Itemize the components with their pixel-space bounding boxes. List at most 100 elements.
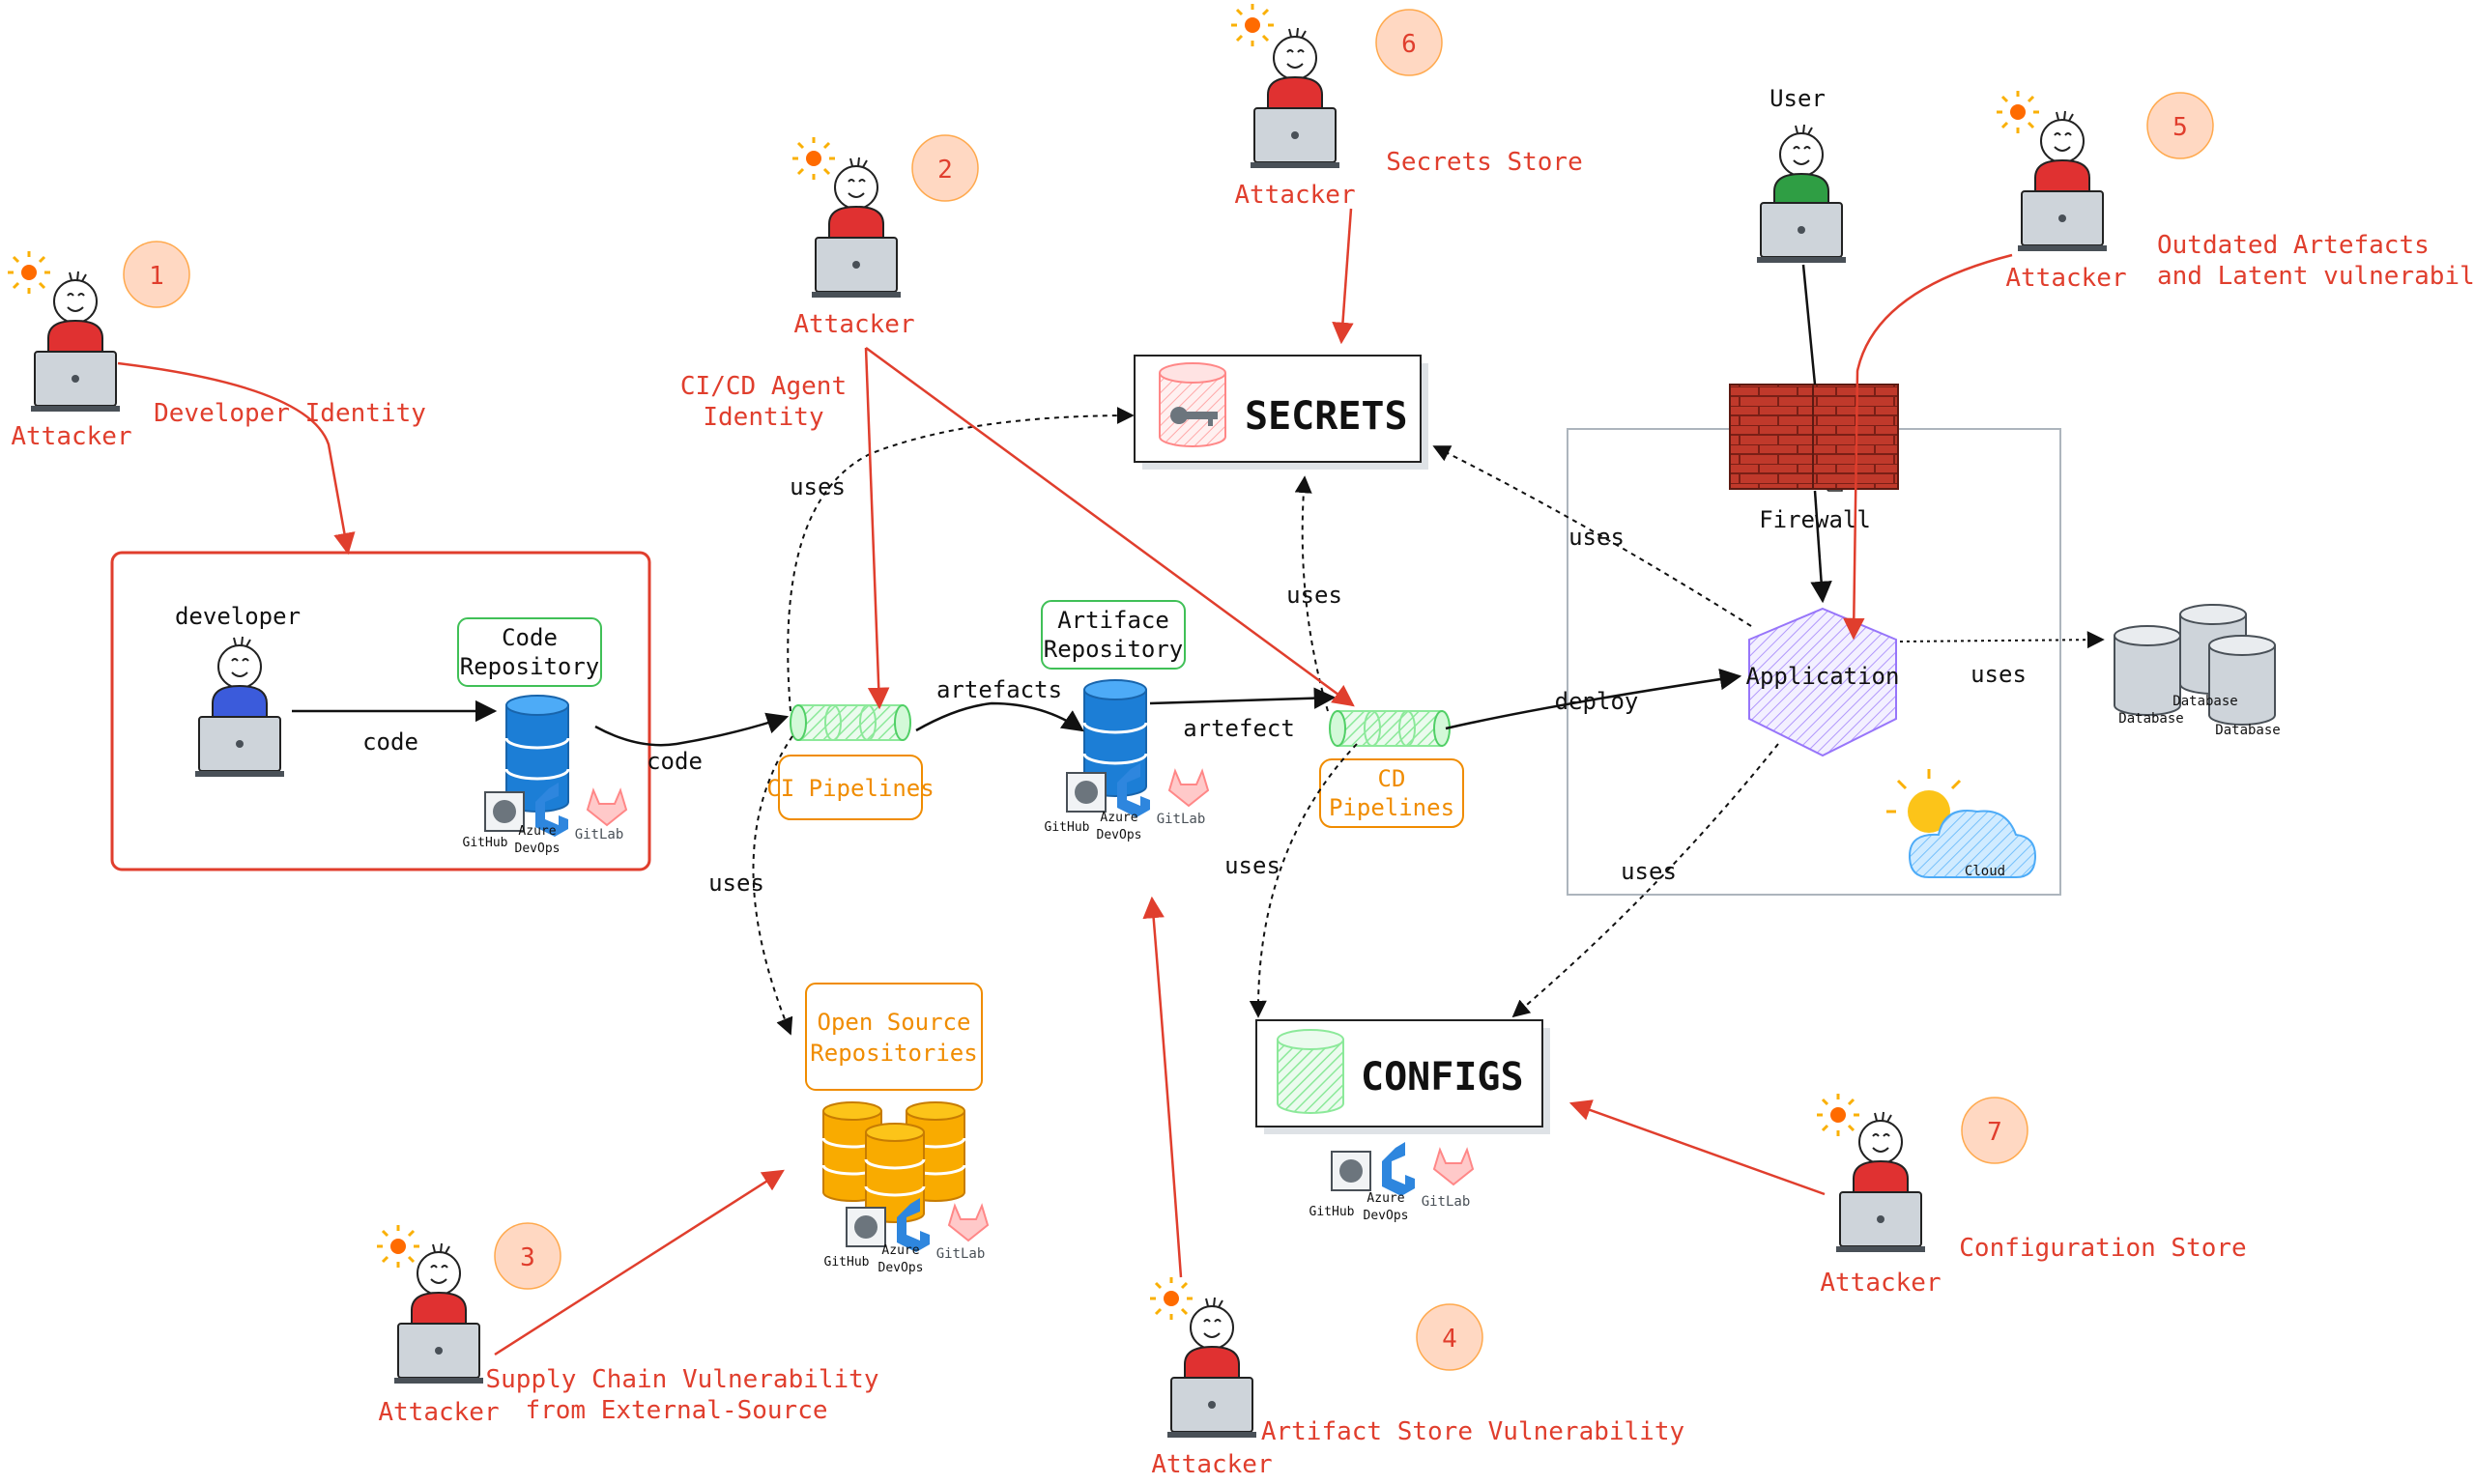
scm-azure-label-2: DevOps bbox=[515, 842, 561, 856]
artifact-repo-scm-icons: GitHub Azure DevOps GitLab bbox=[1045, 762, 1209, 842]
artifact-repo-label-2: Repository bbox=[1044, 636, 1184, 663]
secrets-store[interactable]: SECRETS bbox=[1134, 355, 1428, 470]
scm-github-label: GitHub bbox=[824, 1255, 870, 1270]
edge-uses-app-secrets: uses bbox=[1568, 524, 1625, 551]
scm-github-label: GitHub bbox=[463, 836, 508, 850]
scm-azure-label-1: Azure bbox=[1100, 811, 1137, 825]
code-repo-label-1: Code bbox=[502, 624, 558, 651]
code-repository[interactable]: Code Repository bbox=[457, 617, 602, 813]
repo-to-ci-arrow bbox=[594, 712, 790, 747]
threat-6-arrow bbox=[1332, 208, 1354, 345]
scm-azure-label-2: DevOps bbox=[1097, 828, 1142, 842]
oss-label-1: Open Source bbox=[818, 1009, 971, 1036]
attacker-1: Attacker 1 Developer Identity bbox=[6, 241, 426, 451]
configs-db-icon bbox=[1277, 1029, 1344, 1114]
edge-code-2: code bbox=[647, 748, 703, 775]
edge-uses-app-db: uses bbox=[1971, 661, 2027, 688]
threat-2-label-1: CI/CD Agent bbox=[680, 372, 847, 401]
flow-arrows bbox=[292, 264, 1832, 747]
firewall[interactable]: Firewall bbox=[1729, 384, 1899, 533]
application[interactable]: Application bbox=[1745, 607, 1900, 779]
attacker-2: Attacker 2 CI/CD Agent Identity bbox=[680, 134, 979, 432]
cd-pipelines[interactable]: CD Pipelines bbox=[1319, 710, 1464, 828]
attacker-1-number: 1 bbox=[149, 262, 164, 291]
ci-uses-oss-arrow bbox=[752, 735, 793, 1036]
scm-github-label: GitHub bbox=[1045, 820, 1090, 835]
ci-pipelines-label: CI Pipelines bbox=[766, 775, 934, 802]
scm-azure-label-1: Azure bbox=[1366, 1191, 1404, 1206]
threat-2-cd-arrow bbox=[865, 346, 1355, 707]
attacker-7: Attacker 7 Configuration Store bbox=[1815, 1092, 2247, 1298]
cloud-label: Cloud bbox=[1965, 864, 2005, 879]
edge-code-1: code bbox=[362, 728, 418, 756]
threat-5-label-2: and Latent vulnerabilities bbox=[2157, 262, 2474, 291]
scm-github-label: GitHub bbox=[1309, 1205, 1355, 1219]
attacker-4-number: 4 bbox=[1442, 1325, 1457, 1354]
scm-gitlab-label: GitLab bbox=[1157, 812, 1206, 827]
configs-store[interactable]: CONFIGS bbox=[1255, 1019, 1550, 1134]
edge-artefect: artefect bbox=[1183, 715, 1295, 742]
edge-uses-app-configs: uses bbox=[1621, 858, 1677, 885]
developer-zone-box bbox=[110, 551, 651, 871]
firewall-label: Firewall bbox=[1759, 506, 1871, 533]
artifact-to-cd-arrow bbox=[1149, 687, 1337, 709]
threat-4-label: Artifact Store Vulnerability bbox=[1261, 1417, 1684, 1446]
threat-7-label: Configuration Store bbox=[1959, 1234, 2246, 1263]
threat-7-arrow bbox=[1568, 1099, 1826, 1196]
attacker-4: Attacker 4 Artifact Store Vulnerability bbox=[1148, 1275, 1684, 1479]
app-uses-db-arrow bbox=[1899, 631, 2105, 649]
configs-scm-icons: GitHub Azure DevOps GitLab bbox=[1309, 1141, 1474, 1223]
scm-gitlab-label: GitLab bbox=[575, 827, 624, 842]
user-label: User bbox=[1769, 85, 1826, 112]
cd-pipelines-label-1: CD bbox=[1378, 765, 1406, 792]
database-cluster: Database Database Database bbox=[2114, 604, 2281, 738]
scm-gitlab-label: GitLab bbox=[1422, 1194, 1471, 1210]
app-uses-configs-arrow bbox=[1511, 743, 1779, 1018]
artifact-repository[interactable]: Artiface Repository bbox=[1041, 600, 1186, 798]
ci-pipelines[interactable]: CI Pipelines bbox=[766, 704, 935, 820]
app-uses-secrets-arrow bbox=[1432, 445, 1752, 627]
scm-azure-label-2: DevOps bbox=[1364, 1209, 1409, 1223]
edge-uses-cd-secrets: uses bbox=[1286, 582, 1342, 609]
user-to-firewall-line bbox=[1801, 264, 1817, 385]
cd-uses-secrets-arrow bbox=[1294, 475, 1329, 712]
edge-deploy: deploy bbox=[1555, 688, 1639, 715]
threat-5-arrow bbox=[1843, 253, 2013, 641]
edge-uses-ci-secrets: uses bbox=[790, 473, 846, 500]
secrets-db-icon bbox=[1159, 362, 1226, 447]
database-label-2: Database bbox=[2172, 694, 2237, 709]
attacker-4-label: Attacker bbox=[1151, 1450, 1272, 1479]
attacker-6: Attacker 6 Secrets Store bbox=[1229, 2, 1583, 210]
secrets-label: SECRETS bbox=[1245, 394, 1408, 439]
developer-person: developer bbox=[175, 603, 301, 778]
developer-label: developer bbox=[175, 603, 301, 630]
scm-gitlab-label: GitLab bbox=[936, 1246, 986, 1262]
threat-6-label: Secrets Store bbox=[1386, 148, 1583, 177]
edge-uses-ci-oss: uses bbox=[708, 870, 764, 897]
attacker-7-number: 7 bbox=[1987, 1118, 2002, 1147]
attacker-3-label: Attacker bbox=[378, 1398, 499, 1427]
attacker-2-number: 2 bbox=[937, 156, 953, 185]
threat-3-label-2: from External-Source bbox=[525, 1396, 827, 1425]
threat-3-label-1: Supply Chain Vulnerability bbox=[486, 1365, 879, 1394]
attacker-6-number: 6 bbox=[1401, 30, 1417, 59]
edge-labels: code code artefacts artefect deploy uses… bbox=[362, 473, 2027, 897]
threat-4-arrow bbox=[1142, 896, 1183, 1278]
threat-2-ci-arrow bbox=[864, 347, 890, 710]
ci-to-artifact-arrow bbox=[915, 701, 1084, 732]
code-repo-scm-icons: GitHub Azure DevOps GitLab bbox=[463, 782, 627, 856]
configs-label: CONFIGS bbox=[1361, 1055, 1524, 1099]
firewall-to-app-arrow bbox=[1810, 490, 1832, 604]
code-repo-label-2: Repository bbox=[460, 653, 600, 680]
threat-2-label-2: Identity bbox=[703, 403, 823, 432]
cd-uses-configs-arrow bbox=[1249, 743, 1358, 1018]
scm-azure-label-1: Azure bbox=[881, 1243, 919, 1258]
artifact-repo-label-1: Artiface bbox=[1057, 607, 1169, 634]
threat-5-label-1: Outdated Artefacts bbox=[2157, 231, 2430, 260]
open-source-repositories[interactable]: Open Source Repositories bbox=[805, 983, 983, 1224]
threat-1-arrow bbox=[117, 361, 356, 556]
database-label-1: Database bbox=[2118, 711, 2183, 727]
threat-3-arrow bbox=[494, 1169, 785, 1356]
database-label-3: Database bbox=[2215, 723, 2280, 738]
